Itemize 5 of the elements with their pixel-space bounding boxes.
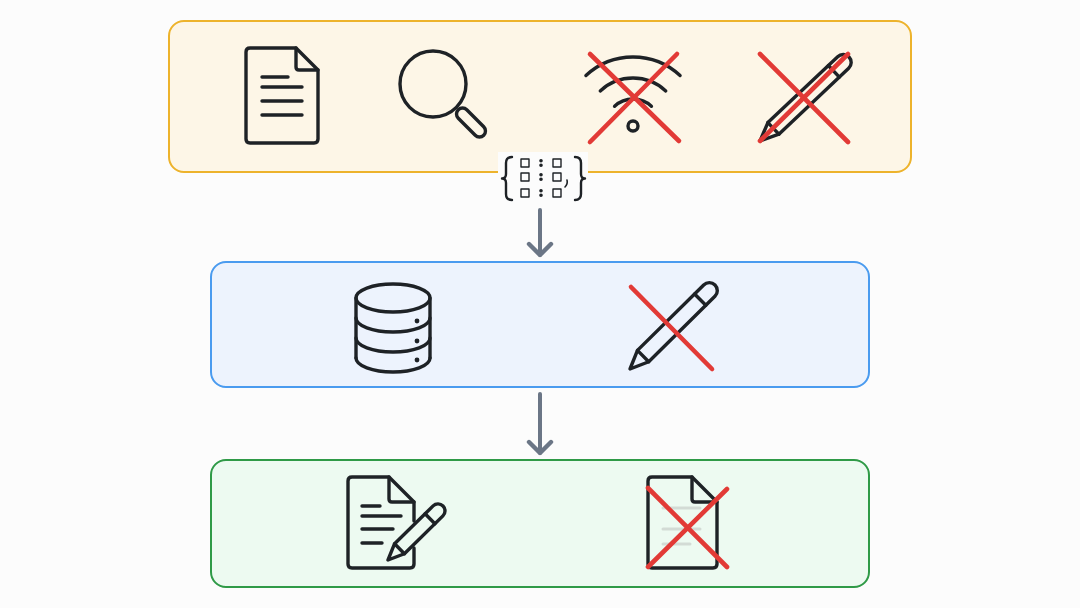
group-panel bbox=[168, 20, 912, 173]
arrow bbox=[526, 392, 554, 456]
arrow bbox=[526, 208, 554, 258]
group-panel bbox=[210, 261, 870, 388]
group-panel bbox=[210, 459, 870, 588]
